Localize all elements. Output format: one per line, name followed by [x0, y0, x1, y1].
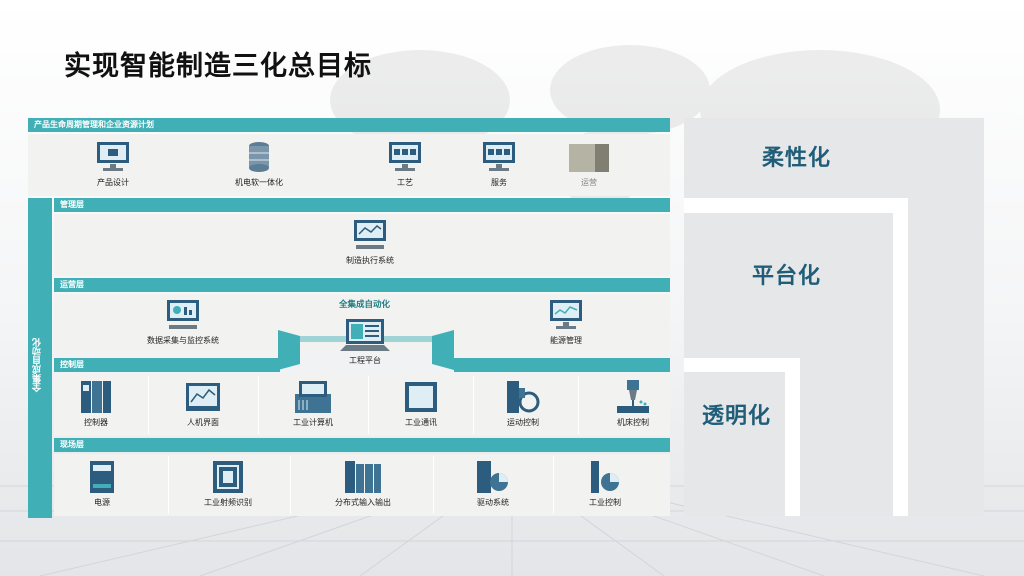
control-layer-bar: 控制层 — [54, 358, 280, 372]
field-item-label: 分布式输入输出 — [335, 498, 391, 507]
distributed-io-icon — [343, 460, 383, 494]
control-item-hmi: 人机界面 — [158, 380, 248, 428]
network-device-icon — [401, 380, 441, 414]
field-item-label: 工业控制 — [589, 498, 621, 507]
field-item-industrial-control: 工业控制 — [560, 460, 650, 508]
control-item-motion: 运动控制 — [478, 380, 568, 428]
goal-transparent-label: 透明化 — [702, 404, 772, 429]
management-layer-bar: 管理层 — [54, 198, 670, 212]
monitor-icon — [93, 140, 133, 174]
plm-erp-bar: 产品生命周期管理和企业资源计划 — [28, 118, 670, 132]
industrial-pc-icon — [293, 380, 333, 414]
laptop-icon — [340, 318, 390, 352]
tia-center-label: 全集成自动化 — [339, 300, 391, 310]
top-item-product-design: 产品设计 — [68, 140, 158, 188]
field-item-dio: 分布式输入输出 — [318, 460, 408, 508]
industrial-control-icon — [585, 460, 625, 494]
motion-control-icon — [503, 380, 543, 414]
scada-label: 数据采集与监控系统 — [147, 336, 219, 345]
field-layer-bar: 现场层 — [54, 438, 670, 452]
control-item-label: 运动控制 — [507, 418, 539, 427]
plm-erp-panel — [28, 134, 670, 196]
plc-controller-icon — [76, 380, 116, 414]
monitor-icon — [385, 140, 425, 174]
field-item-label: 电源 — [94, 498, 110, 507]
top-item-label: 服务 — [491, 178, 507, 187]
top-item-operations: 运营 — [544, 140, 634, 188]
engineering-item: 工程平台 — [320, 318, 410, 366]
goal-flexible-label: 柔性化 — [762, 146, 832, 171]
control-item-comm: 工业通讯 — [376, 380, 466, 428]
operations-layer-bar: 运营层 — [54, 278, 670, 292]
tia-vertical-strip — [28, 198, 52, 518]
field-item-rfid: 工业射频识别 — [183, 460, 273, 508]
control-item-label: 工业计算机 — [293, 418, 333, 427]
scada-item: 数据采集与监控系统 — [138, 298, 228, 346]
control-item-ipc: 工业计算机 — [268, 380, 358, 428]
rfid-icon — [208, 460, 248, 494]
mes-item: 制造执行系统 — [325, 218, 415, 266]
field-item-label: 驱动系统 — [477, 498, 509, 507]
page-title: 实现智能制造三化总目标 — [64, 51, 372, 82]
operations-block-icon — [569, 140, 621, 174]
control-item-label: 人机界面 — [187, 418, 219, 427]
top-item-label: 运营 — [581, 178, 597, 187]
control-item-controller: 控制器 — [51, 380, 141, 428]
monitor-icon — [479, 140, 519, 174]
goal-platform-label: 平台化 — [752, 264, 822, 289]
control-item-cnc: 机床控制 — [588, 380, 678, 428]
database-icon — [239, 140, 279, 174]
automation-pyramid-diagram: 产品生命周期管理和企业资源计划 产品设计 机电软一体化 工艺 服务 运营 全集成… — [28, 118, 670, 518]
mes-label: 制造执行系统 — [346, 256, 394, 265]
power-supply-icon — [82, 460, 122, 494]
control-item-label: 机床控制 — [617, 418, 649, 427]
hmi-panel-icon — [183, 380, 223, 414]
top-item-label: 工艺 — [397, 178, 413, 187]
control-item-label: 控制器 — [84, 418, 108, 427]
goal-step-transparent — [684, 372, 785, 516]
top-item-label: 产品设计 — [97, 178, 129, 187]
monitor-icon — [163, 298, 203, 332]
field-item-drive: 驱动系统 — [448, 460, 538, 508]
top-item-mechatronics: 机电软一体化 — [214, 140, 304, 188]
field-item-label: 工业射频识别 — [204, 498, 252, 507]
energy-item: 能源管理 — [521, 298, 611, 346]
top-item-process: 工艺 — [360, 140, 450, 188]
control-layer-panel — [54, 374, 670, 436]
control-item-label: 工业通讯 — [405, 418, 437, 427]
tia-vertical-label: 全集成自动化 — [33, 338, 43, 392]
engineering-label: 工程平台 — [349, 356, 381, 365]
cnc-machine-icon — [613, 380, 653, 414]
monitor-icon — [350, 218, 390, 252]
monitor-icon — [546, 298, 586, 332]
drive-system-icon — [473, 460, 513, 494]
energy-label: 能源管理 — [550, 336, 582, 345]
control-layer-bar-right — [454, 358, 670, 372]
top-item-service: 服务 — [454, 140, 544, 188]
field-item-power: 电源 — [57, 460, 147, 508]
top-item-label: 机电软一体化 — [235, 178, 283, 187]
